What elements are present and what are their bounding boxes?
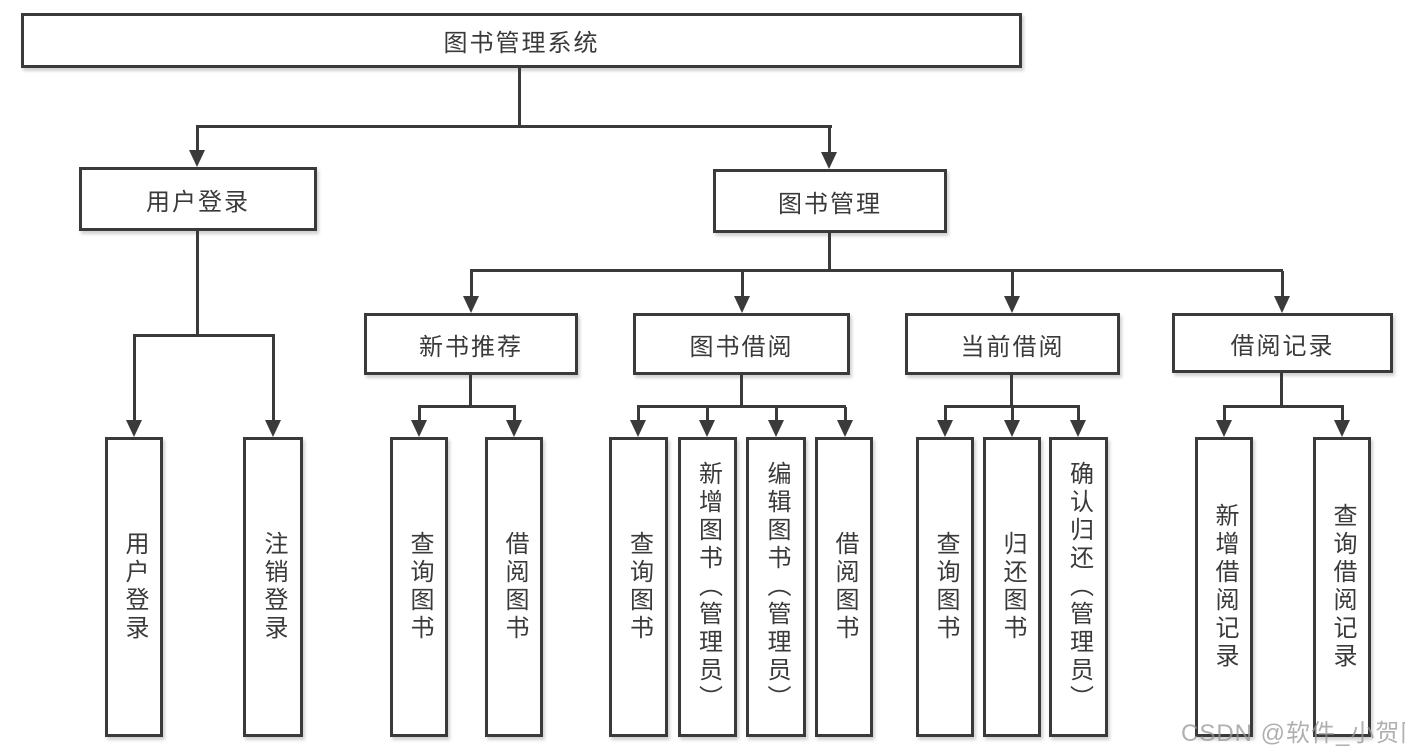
arrow-records-add	[1216, 407, 1232, 437]
connector-level2-horizontal	[196, 125, 832, 128]
connector-book-mgmt-vertical	[828, 233, 831, 272]
node-new-book-recommend-label: 新书推荐	[419, 333, 523, 361]
arrow-records-query	[1334, 407, 1350, 437]
arrow-to-book-borrow	[734, 271, 750, 313]
arrow-borrow-query	[630, 407, 646, 437]
arrow-newbook-query	[411, 407, 427, 437]
arrow-to-book-management	[821, 127, 837, 169]
node-borrow-records-label: 借阅记录	[1230, 332, 1335, 360]
node-book-management: 图书管理	[713, 169, 947, 233]
leaf-borrow-edit-books-admin: 编辑图书（管理员）	[746, 437, 806, 737]
connector-current-vertical	[1010, 375, 1013, 408]
watermark: CSDN @软件_小贺同学	[1181, 720, 1405, 747]
node-current-borrow: 当前借阅	[905, 313, 1120, 375]
connector-new-book-horizontal	[418, 405, 516, 408]
leaf-records-add-record: 新增借阅记录	[1195, 437, 1253, 737]
leaf-user-login-label: 用户登录	[121, 531, 148, 643]
leaf-current-return-books: 归还图书	[983, 437, 1041, 737]
connector-root-vertical	[518, 68, 521, 128]
node-book-borrow-label: 图书借阅	[689, 333, 794, 361]
leaf-borrow-query-books: 查询图书	[609, 437, 668, 737]
node-borrow-records: 借阅记录	[1172, 313, 1393, 373]
connector-new-book-vertical	[469, 375, 472, 408]
leaf-borrow-query-books-label: 查询图书	[625, 531, 653, 643]
leaf-newbook-query-books-label: 查询图书	[406, 531, 433, 643]
node-user-login: 用户登录	[79, 167, 317, 231]
connector-level3-horizontal	[470, 269, 1283, 272]
leaf-current-return-books-label: 归还图书	[999, 531, 1026, 643]
leaf-user-login: 用户登录	[105, 437, 163, 737]
arrow-newbook-borrow	[506, 407, 522, 437]
leaf-newbook-query-books: 查询图书	[390, 437, 448, 737]
arrow-to-new-book-rec	[463, 271, 479, 313]
leaf-current-query-books-label: 查询图书	[932, 531, 959, 643]
connector-records-horizontal	[1223, 405, 1344, 408]
node-root-label: 图书管理系统	[443, 30, 600, 57]
arrow-to-leaf-logout	[265, 336, 281, 437]
node-book-management-label: 图书管理	[778, 190, 882, 218]
arrow-borrow-borrow	[837, 407, 853, 437]
connector-book-borrow-vertical	[740, 375, 743, 408]
leaf-logout-label: 注销登录	[260, 531, 287, 643]
arrow-to-current-borrow	[1004, 271, 1020, 313]
connector-book-borrow-horizontal	[637, 405, 846, 408]
leaf-newbook-borrow-books-label: 借阅图书	[501, 531, 528, 643]
leaf-current-confirm-return-admin: 确认归还（管理员）	[1049, 437, 1108, 737]
leaf-borrow-borrow-books: 借阅图书	[815, 437, 873, 737]
leaf-records-query-record: 查询借阅记录	[1313, 437, 1371, 737]
node-user-login-label: 用户登录	[146, 188, 250, 216]
leaf-current-confirm-return-admin-label: 确认归还（管理员）	[1065, 461, 1093, 713]
leaf-borrow-add-books-admin-label: 新增图书（管理员）	[694, 461, 722, 713]
leaf-borrow-borrow-books-label: 借阅图书	[831, 531, 858, 643]
arrow-borrow-add	[699, 407, 715, 437]
connector-user-login-vertical	[196, 231, 199, 337]
leaf-borrow-edit-books-admin-label: 编辑图书（管理员）	[763, 461, 790, 713]
arrow-borrow-edit	[768, 407, 784, 437]
arrow-current-query	[937, 407, 953, 437]
leaf-borrow-add-books-admin: 新增图书（管理员）	[678, 437, 737, 737]
leaf-logout: 注销登录	[243, 437, 303, 737]
node-new-book-recommend: 新书推荐	[364, 313, 578, 375]
node-current-borrow-label: 当前借阅	[960, 333, 1065, 361]
leaf-current-query-books: 查询图书	[916, 437, 974, 737]
arrow-current-confirm	[1070, 407, 1086, 437]
node-root-system: 图书管理系统	[21, 13, 1022, 68]
connector-records-vertical	[1280, 373, 1283, 408]
leaf-records-query-record-label: 查询借阅记录	[1329, 503, 1356, 671]
arrow-to-leaf-user-login	[126, 336, 142, 437]
arrow-current-return	[1004, 407, 1020, 437]
connector-user-login-horizontal	[133, 334, 275, 337]
arrow-to-borrow-records	[1274, 271, 1290, 313]
node-book-borrow: 图书借阅	[633, 313, 850, 375]
leaf-records-add-record-label: 新增借阅记录	[1211, 503, 1238, 671]
arrow-to-user-login	[189, 127, 205, 167]
leaf-newbook-borrow-books: 借阅图书	[485, 437, 543, 737]
connector-current-horizontal	[944, 405, 1080, 408]
